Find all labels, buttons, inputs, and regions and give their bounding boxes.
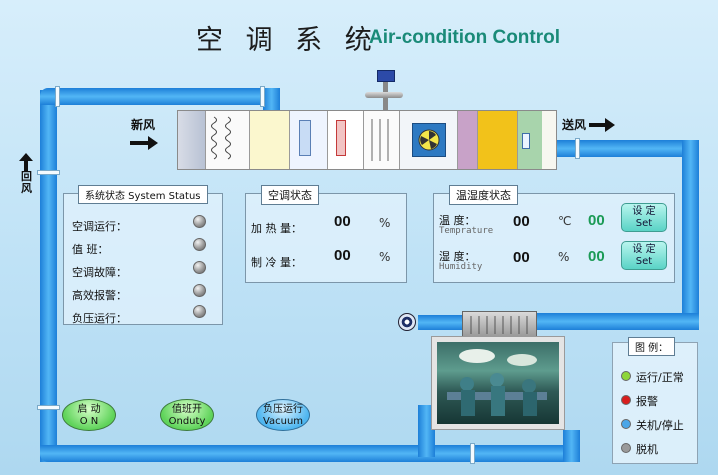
page-title: 空 调 系 统 xyxy=(196,25,379,56)
return-air-arrow-icon xyxy=(19,153,33,171)
legend-label-offline: 脱机 xyxy=(636,443,658,456)
cooling-unit: % xyxy=(379,250,391,264)
temperature-value: 00 xyxy=(513,213,530,230)
supply-air-arrow-icon xyxy=(589,118,615,132)
cooling-value: 00 xyxy=(334,247,351,264)
status-led-negative-pressure xyxy=(193,305,206,318)
status-label-on-duty: 值 班： xyxy=(72,243,109,256)
heating-unit: % xyxy=(379,216,391,230)
operating-room-image xyxy=(431,336,565,430)
legend-dot-running xyxy=(621,371,631,381)
page-title-en: Air-condition Control xyxy=(369,27,561,48)
legend-dot-stopped xyxy=(621,419,631,429)
return-air-label: 回风 xyxy=(21,170,32,195)
status-label-ac-running: 空调运行： xyxy=(72,220,127,233)
start-button[interactable]: 启 动 O N xyxy=(62,399,116,431)
status-led-ac-fault xyxy=(193,261,206,274)
status-led-hepa-alarm xyxy=(193,284,206,297)
humidity-unit: % xyxy=(558,250,570,264)
ac-status-title: 空调状态 xyxy=(261,185,319,205)
legend-label-stopped: 关机/停止 xyxy=(636,419,684,432)
humidity-label: 湿 度： xyxy=(439,250,476,263)
status-label-hepa-alarm: 高效报警： xyxy=(72,289,127,302)
supply-air-label: 送风 xyxy=(562,118,587,132)
status-label-negative-pressure: 负压运行： xyxy=(72,312,127,325)
legend-dot-alarm xyxy=(621,395,631,405)
vacuum-button[interactable]: 负压运行 Vacuum xyxy=(256,399,310,431)
cooling-label: 制 冷 量： xyxy=(251,256,302,269)
legend-label-alarm: 报警 xyxy=(636,395,658,408)
status-label-ac-fault: 空调故障： xyxy=(72,266,127,279)
legend-title: 图 例： xyxy=(628,337,676,356)
humidity-sublabel: Humidity xyxy=(439,262,483,272)
on-duty-button[interactable]: 值班开 Onduty xyxy=(160,399,214,431)
status-led-ac-running xyxy=(193,215,206,228)
temperature-label: 温 度： xyxy=(439,214,476,227)
fresh-air-arrow-icon xyxy=(130,136,158,150)
heating-value: 00 xyxy=(334,213,351,230)
legend-dot-offline xyxy=(621,443,631,453)
exhaust-fan-icon xyxy=(398,313,416,331)
fan-icon xyxy=(418,129,440,151)
hepa-diffuser xyxy=(462,311,537,337)
ac-status-panel xyxy=(245,193,407,283)
humidity-value: 00 xyxy=(513,249,530,266)
temperature-sublabel: Temprature xyxy=(439,226,494,236)
temp-humidity-title: 温湿度状态 xyxy=(449,185,518,205)
temperature-set-button[interactable]: 设 定 Set xyxy=(621,203,667,232)
air-handling-unit xyxy=(177,110,557,170)
humidity-set-button[interactable]: 设 定 Set xyxy=(621,241,667,270)
status-led-on-duty xyxy=(193,238,206,251)
temperature-setpoint-value: 00 xyxy=(588,212,605,229)
legend-label-running: 运行/正常 xyxy=(636,371,684,384)
temperature-unit: ℃ xyxy=(558,214,572,228)
heating-label: 加 热 量： xyxy=(251,222,302,235)
fresh-air-label: 新风 xyxy=(131,118,156,132)
system-status-title: 系统状态 System Status xyxy=(78,185,208,204)
humidity-setpoint-value: 00 xyxy=(588,248,605,265)
